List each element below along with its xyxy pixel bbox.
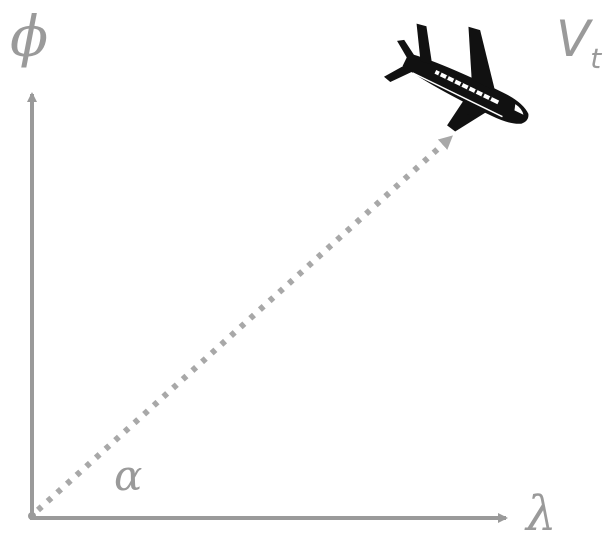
angle-label: α [114, 451, 143, 500]
x-axis-label: λ [526, 486, 557, 542]
origin-point [28, 512, 36, 520]
velocity-label: Vt [556, 14, 601, 73]
y-axis-label: ϕ [10, 5, 49, 70]
velocity-label-subscript: t [590, 42, 602, 75]
airplane-icon [383, 23, 529, 132]
velocity-vector [35, 135, 453, 513]
velocity-label-main: V [556, 10, 591, 68]
